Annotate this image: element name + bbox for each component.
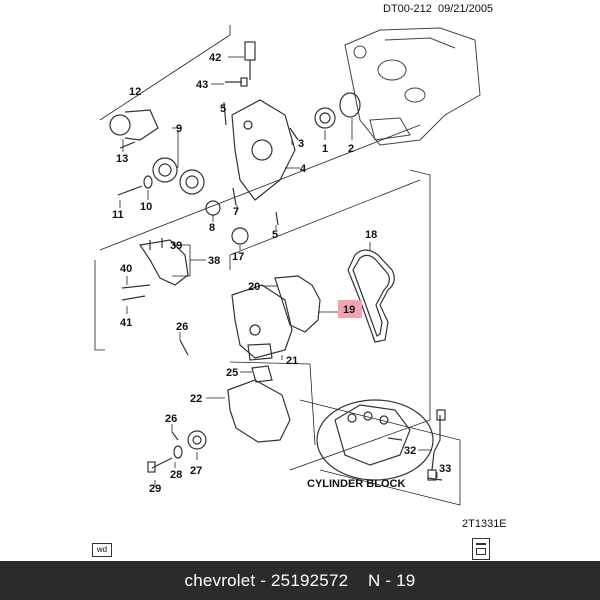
bolt-7-part <box>232 187 237 206</box>
caption-text: chevrolet - 25192572 N - 19 <box>184 570 416 590</box>
callout-11: 11 <box>112 209 124 221</box>
callout-17: 17 <box>232 251 244 263</box>
sensor-part <box>244 41 256 80</box>
callout-18: 18 <box>365 229 377 241</box>
callout-7: 7 <box>233 206 239 218</box>
manual-book-icon <box>472 538 490 560</box>
gasket-part <box>339 92 361 118</box>
cylinder-block-inset <box>316 399 434 481</box>
caption-bar: chevrolet - 25192572 N - 19 <box>0 561 600 600</box>
figure-code: 2T1331E <box>462 518 507 530</box>
timing-belt-part <box>347 249 395 343</box>
callout-32: 32 <box>404 445 416 457</box>
tensioner-part <box>109 109 159 141</box>
cylinder-block-label: CYLINDER BLOCK <box>307 478 405 490</box>
rear-cover-part <box>231 284 293 361</box>
washer-28-part <box>173 445 183 459</box>
pulley-17-part <box>231 227 249 245</box>
callout-9: 9 <box>176 123 182 135</box>
bolt-11-part <box>117 185 143 196</box>
water-pump-part <box>314 107 336 129</box>
engine-block-outline <box>344 27 481 146</box>
callout-28: 28 <box>170 469 182 481</box>
bolt-3-part <box>289 127 299 141</box>
bolt-13-part <box>119 141 136 149</box>
rear-cover-plate-part <box>231 99 296 201</box>
camshaft-gears-part <box>152 157 205 195</box>
callout-26-lower: 26 <box>165 413 177 425</box>
callout-5-lower: 5 <box>272 229 278 241</box>
upper-cover-part <box>274 275 321 333</box>
bracket-part <box>138 238 189 286</box>
callout-27: 27 <box>190 465 202 477</box>
callout-10: 10 <box>140 201 152 213</box>
header-date: 09/21/2005 <box>438 3 493 15</box>
header-code: DT00-212 <box>383 3 432 15</box>
callout-13: 13 <box>116 153 128 165</box>
callout-39: 39 <box>170 240 182 252</box>
washer-part <box>143 175 153 189</box>
crank-sensor-part <box>427 409 446 481</box>
callout-26-upper: 26 <box>176 321 188 333</box>
callout-4: 4 <box>300 163 307 175</box>
callout-8: 8 <box>209 222 215 234</box>
bolt-26a-part <box>179 339 189 356</box>
leader-lines <box>119 56 438 486</box>
callout-2: 2 <box>348 143 354 155</box>
bolt-26b-part <box>171 431 179 441</box>
callout-33: 33 <box>439 463 451 475</box>
callout-29: 29 <box>149 483 161 495</box>
callout-41: 41 <box>120 317 132 329</box>
bolts-40-41-part <box>121 284 151 301</box>
callout-labels: 1 2 3 4 5 5 7 8 9 10 11 12 13 17 18 19 2… <box>112 52 451 495</box>
callout-3: 3 <box>298 138 304 150</box>
lower-cover-part <box>227 365 291 443</box>
callout-1: 1 <box>322 143 328 155</box>
highlight-box <box>338 300 362 318</box>
callout-19: 19 <box>343 304 355 316</box>
callout-5-upper: 5 <box>220 103 226 115</box>
bolt-43-part <box>225 77 248 87</box>
callout-38: 38 <box>208 255 220 267</box>
callout-43: 43 <box>196 79 208 91</box>
callout-25: 25 <box>226 367 238 379</box>
wd-icon: wd <box>92 543 112 557</box>
crank-sprocket-part <box>187 430 207 450</box>
bolt-29-part <box>147 457 173 473</box>
callout-20: 20 <box>248 281 260 293</box>
bolt-33-part <box>427 477 443 481</box>
callout-40: 40 <box>120 263 132 275</box>
callout-12: 12 <box>129 86 141 98</box>
callout-21: 21 <box>286 355 298 367</box>
callout-22: 22 <box>190 393 202 405</box>
callout-42: 42 <box>209 52 221 64</box>
